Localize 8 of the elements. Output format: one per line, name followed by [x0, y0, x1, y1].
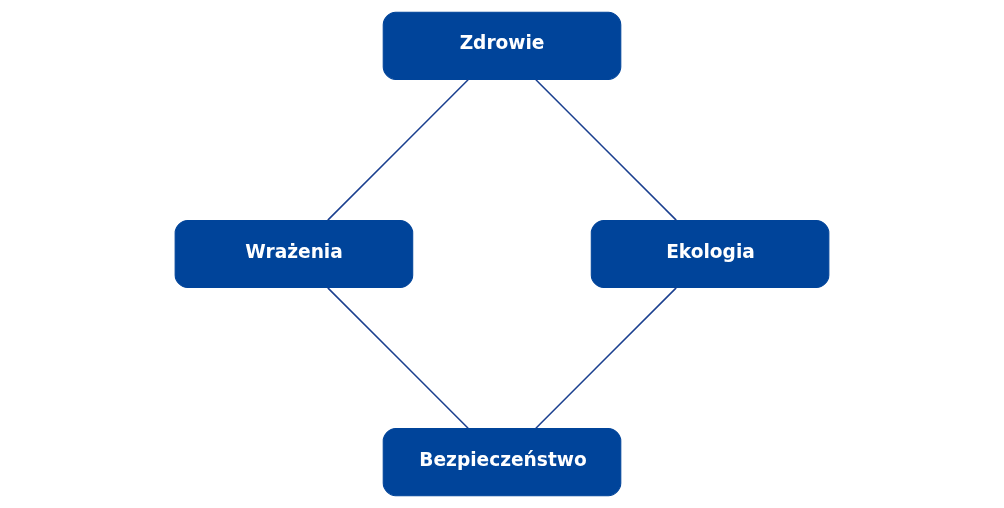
connector [327, 79, 469, 221]
connector [535, 287, 677, 429]
connector [535, 79, 677, 221]
node-box: Zdrowie [382, 11, 622, 80]
node-box: Bezpieczeństwo [382, 428, 622, 497]
node-box: Wrażenia [174, 219, 414, 289]
node-box: Ekologia [590, 219, 830, 289]
connector [327, 287, 469, 429]
